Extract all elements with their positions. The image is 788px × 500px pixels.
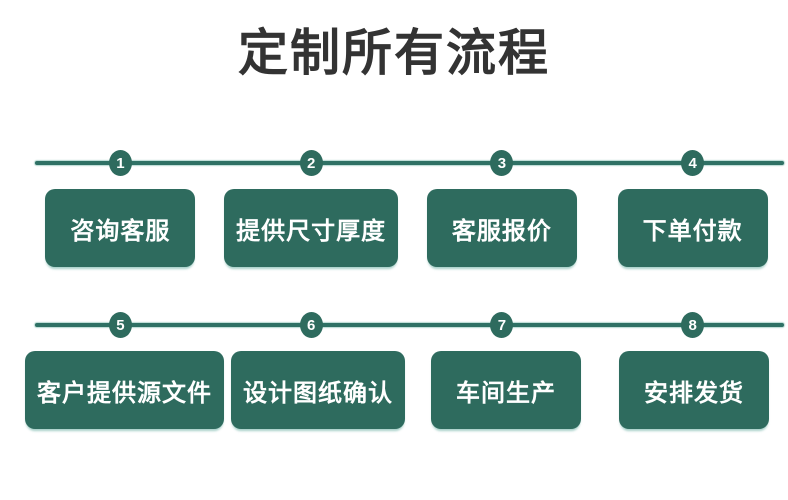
step-box-order-payment: 下单付款 xyxy=(617,189,768,267)
timeline-line xyxy=(35,161,784,165)
step-number-badge-3: 3 xyxy=(490,150,514,176)
step-box-design-confirmation: 设计图纸确认 xyxy=(231,351,405,429)
step-number-badge-1: 1 xyxy=(108,150,132,176)
step-number-badge-5: 5 xyxy=(108,312,132,338)
step-box-provide-dimensions: 提供尺寸厚度 xyxy=(224,189,399,267)
step-number-badge-4: 4 xyxy=(681,150,705,176)
step-box-arrange-shipping: 安排发货 xyxy=(619,351,769,429)
timeline-row-2: 5 6 7 8 xyxy=(0,312,788,338)
step-number-badge-6: 6 xyxy=(299,312,323,338)
step-number-badge-7: 7 xyxy=(490,312,514,338)
step-box-customer-source-files: 客户提供源文件 xyxy=(25,351,224,429)
process-row-2: 5 6 7 8 客户提供源文件 设计图纸确认 车间生产 xyxy=(0,312,788,429)
step-box-consult-service: 咨询客服 xyxy=(45,189,196,267)
process-row-1: 1 2 3 4 咨询客服 提供尺寸厚度 客服报价 xyxy=(0,150,788,267)
step-number-badge-8: 8 xyxy=(681,312,705,338)
step-box-service-quote: 客服报价 xyxy=(426,189,577,267)
timeline-row-1: 1 2 3 4 xyxy=(0,150,788,176)
step-box-workshop-production: 车间生产 xyxy=(431,351,581,429)
timeline-line xyxy=(35,323,784,327)
step-number-badge-2: 2 xyxy=(299,150,323,176)
page-title: 定制所有流程 xyxy=(238,25,550,81)
process-infographic: 定制所有流程 1 2 3 4 咨询客服 xyxy=(0,22,788,500)
